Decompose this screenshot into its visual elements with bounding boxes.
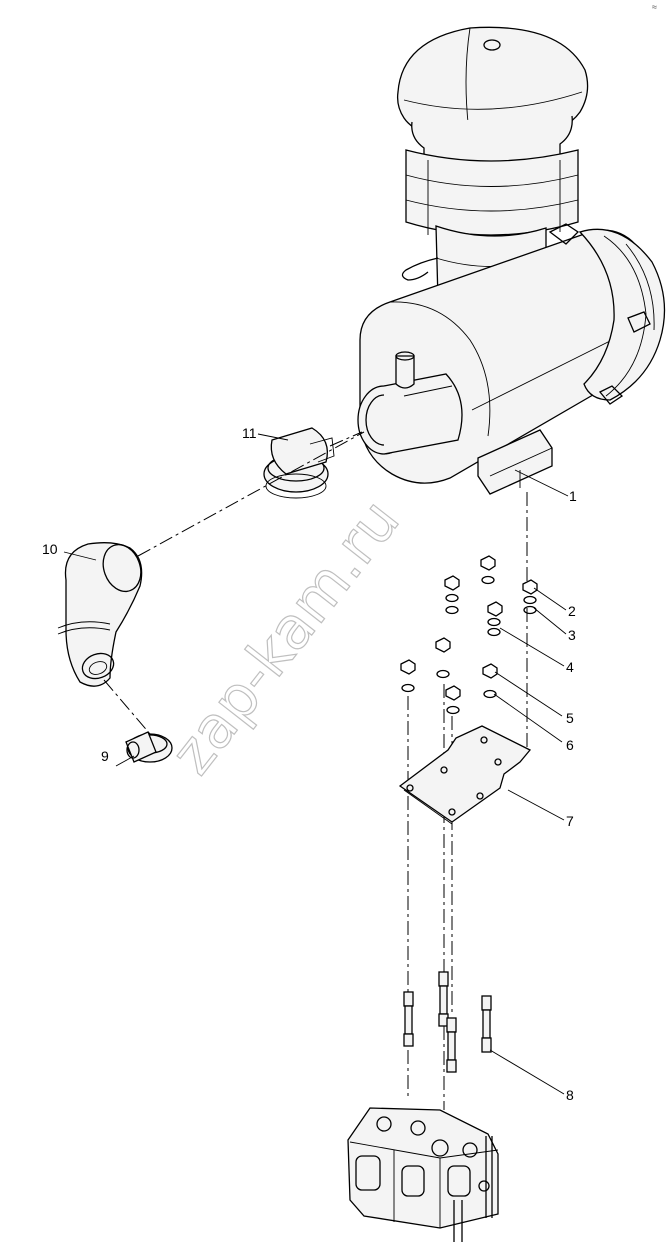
hose-clamp-9[interactable] xyxy=(125,731,173,763)
watermark-text: zap-kam.ru xyxy=(157,487,412,787)
callout-6: 6 xyxy=(566,737,574,753)
nuts-and-washers[interactable] xyxy=(400,555,538,715)
air-filter-assembly[interactable] xyxy=(357,26,666,495)
callout-2: 2 xyxy=(568,603,576,619)
callout-5: 5 xyxy=(566,710,574,726)
cylinder-head-block xyxy=(347,1107,499,1242)
elbow-hose-10[interactable] xyxy=(57,539,147,687)
callout-10: 10 xyxy=(42,541,58,557)
corner-mark: ≈ xyxy=(652,2,657,12)
gasket-plate-7[interactable] xyxy=(398,725,532,825)
callout-8: 8 xyxy=(566,1087,574,1103)
callout-3: 3 xyxy=(568,627,576,643)
callout-4: 4 xyxy=(566,659,574,675)
callout-11: 11 xyxy=(242,425,257,441)
hose-clamp-11[interactable] xyxy=(263,427,335,499)
callout-1: 1 xyxy=(569,488,577,504)
studs-8[interactable] xyxy=(403,971,492,1073)
callout-9: 9 xyxy=(101,748,109,764)
callout-7: 7 xyxy=(566,813,574,829)
